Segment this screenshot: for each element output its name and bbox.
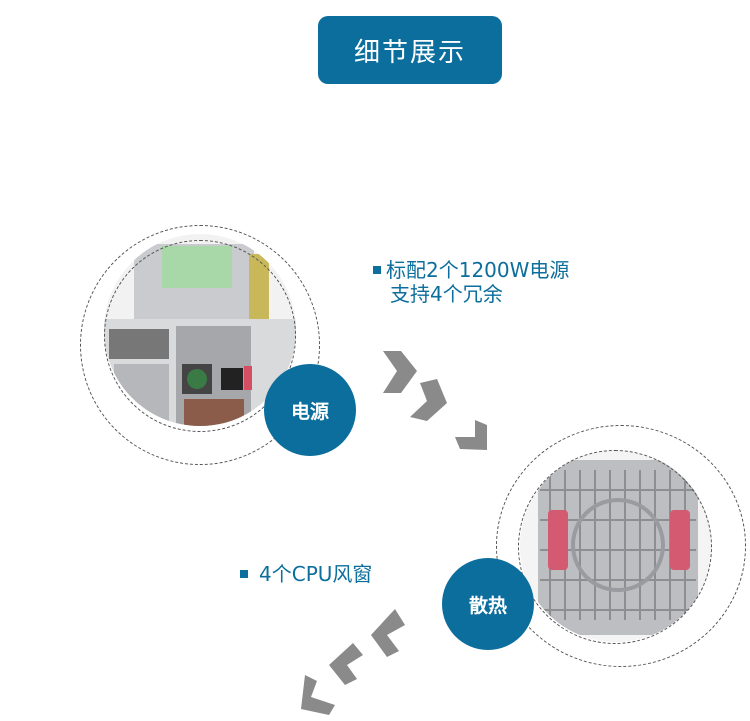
power-outer-dashed-ring: [80, 225, 320, 465]
cooling-outer-dashed-ring: [496, 425, 746, 667]
cooling-badge: 散热: [442, 558, 534, 650]
cooling-inner-dashed-ring: [518, 450, 712, 644]
chevron-icon: [410, 379, 447, 421]
power-line-2: 支持4个冗余: [390, 282, 503, 306]
chevron-arrows-down-right-icon: [383, 351, 487, 450]
power-feature-text: 标配2个1200W电源 支持4个冗余: [373, 258, 569, 306]
chevron-icon: [455, 420, 487, 450]
chevron-arrows-down-left-icon: [301, 609, 405, 715]
power-badge: 电源: [264, 364, 356, 456]
bullet-icon: [240, 569, 248, 578]
chevron-icon: [301, 675, 335, 715]
power-inner-dashed-ring: [104, 240, 296, 432]
chevron-icon: [329, 643, 363, 685]
section-title: 细节展示: [318, 16, 502, 84]
chevron-icon: [383, 351, 417, 393]
cooling-line-1: 4个CPU风窗: [259, 562, 373, 586]
bullet-icon: [373, 265, 381, 274]
cooling-feature-text: 4个CPU风窗: [240, 562, 372, 586]
chevron-icon: [371, 609, 405, 657]
power-line-1: 标配2个1200W电源: [386, 258, 570, 282]
